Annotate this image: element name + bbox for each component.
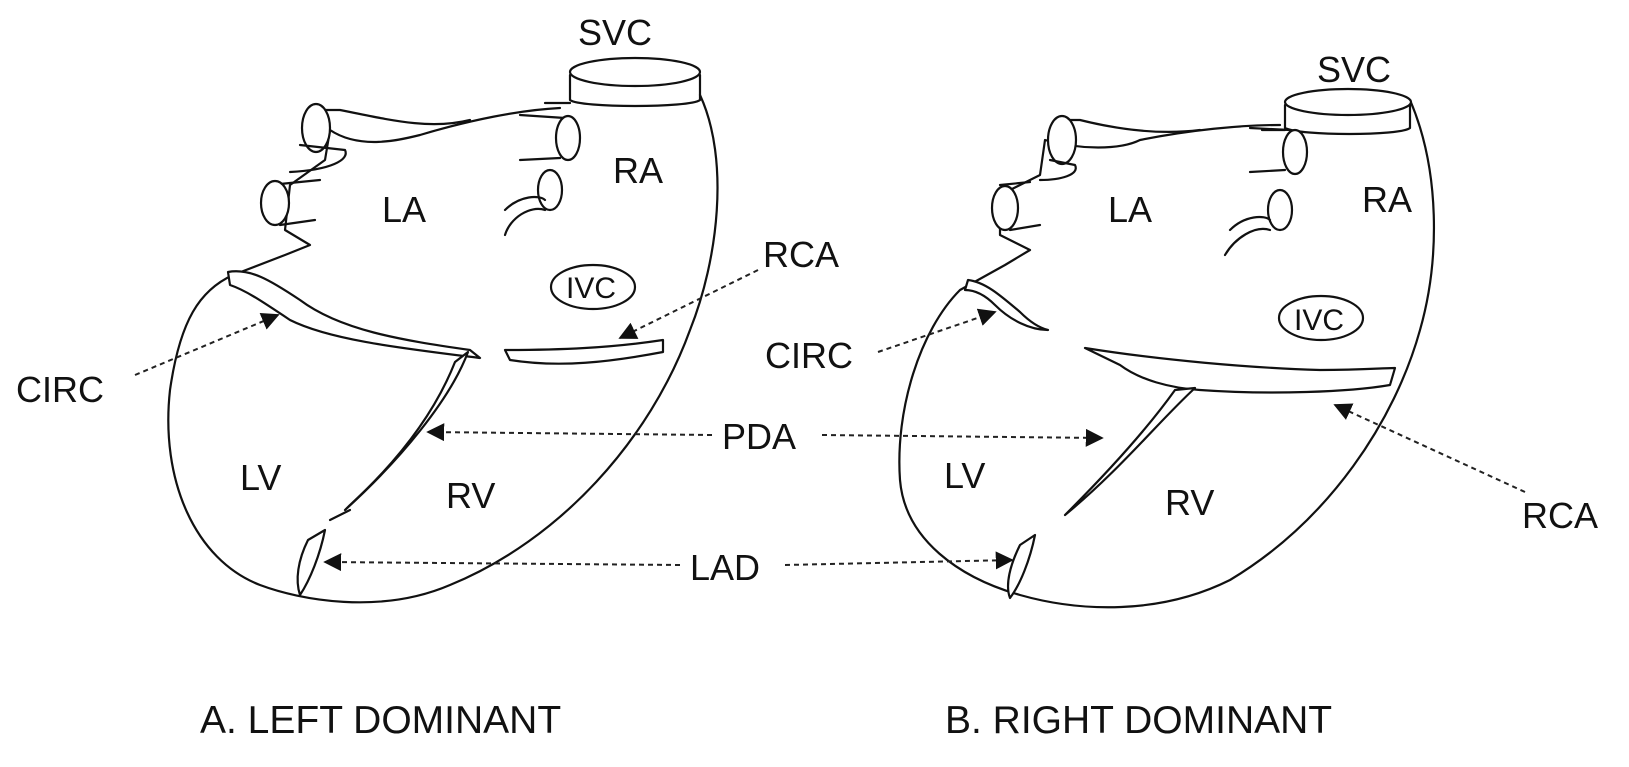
arrow-circ-a [134, 312, 280, 376]
lad-artery-a [296, 528, 327, 597]
heart-outline-b [898, 98, 1436, 609]
pulmonary-veins-right-b [1223, 126, 1309, 257]
arrow-lad-right [784, 551, 1014, 570]
label-lv-b: LV [944, 455, 985, 496]
label-rv-a: RV [446, 475, 495, 516]
svc-vessel-b [1260, 87, 1413, 136]
label-svc-a: SVC [578, 12, 652, 53]
label-ivc-b: IVC [1294, 304, 1344, 337]
rca-artery-a [503, 338, 665, 365]
rca-artery-b [1083, 346, 1397, 394]
arrow-rca-b [1333, 403, 1526, 493]
pda-artery-b [1063, 386, 1197, 517]
label-la-a: LA [382, 189, 426, 230]
label-circ-a: CIRC [16, 369, 104, 410]
arrow-circ-b [877, 308, 997, 353]
circ-artery-a [226, 270, 482, 360]
label-pda: PDA [722, 416, 796, 457]
label-ra-a: RA [613, 150, 663, 191]
lad-artery-b [1006, 533, 1037, 600]
circ-artery-b [963, 278, 1050, 332]
ivc-oval-b [1277, 294, 1365, 342]
ivc-oval-a [549, 263, 637, 311]
panel-left-dominant: SVC RA LA IVC RCA CIRC LV RV A. LEFT DOM… [16, 12, 839, 742]
caption-left-dominant: A. LEFT DOMINANT [200, 699, 561, 742]
pulmonary-veins-a [259, 102, 472, 227]
svc-vessel-a [543, 56, 702, 108]
heart-outline-a [167, 93, 719, 604]
septum-line-a [328, 508, 352, 522]
label-svc-b: SVC [1317, 49, 1391, 90]
label-rca-b: RCA [1522, 495, 1598, 536]
arrow-lad-left [323, 553, 681, 572]
arrow-rca-a [618, 269, 759, 339]
label-rca-a: RCA [763, 234, 839, 275]
label-la-b: LA [1108, 189, 1152, 230]
label-lad: LAD [690, 547, 760, 588]
pulmonary-veins-right-a [503, 113, 582, 237]
label-ra-b: RA [1362, 179, 1412, 220]
label-lv-a: LV [240, 457, 281, 498]
label-rv-b: RV [1165, 482, 1214, 523]
pulmonary-veins-b [990, 114, 1202, 232]
label-circ-b: CIRC [765, 335, 853, 376]
panel-right-dominant: SVC RA LA IVC RCA CIRC LV RV B. RIGHT DO… [765, 49, 1598, 742]
arrow-pda-right [821, 428, 1104, 447]
caption-right-dominant: B. RIGHT DOMINANT [945, 699, 1332, 742]
shared-labels: PDA LAD [323, 416, 1104, 588]
pda-artery-a [343, 350, 470, 512]
arrow-pda-left [426, 423, 713, 442]
label-ivc-a: IVC [566, 272, 616, 305]
